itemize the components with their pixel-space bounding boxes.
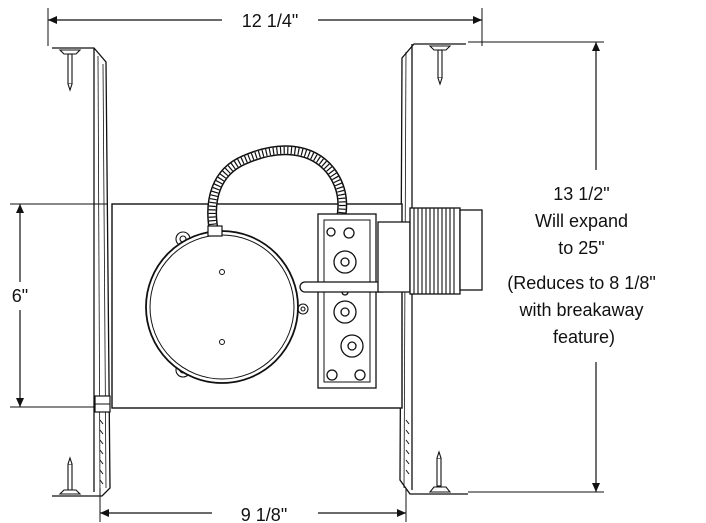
dimension-right: 13 1/2" Will expand to 25" (Reduces to 8… [468, 41, 661, 493]
nail-icon [58, 45, 452, 495]
right-label-line-5: with breakaway [518, 300, 643, 320]
right-label-line-1: 13 1/2" [553, 184, 609, 204]
dimension-top: 12 1/4" [47, 8, 483, 46]
right-label-line-6: feature) [553, 327, 615, 347]
junction-box [299, 213, 389, 389]
ballast-driver [377, 207, 483, 295]
right-label-line-3: to 25" [558, 238, 604, 258]
dimension-top-label: 12 1/4" [242, 11, 298, 31]
dimension-bottom: 9 1/8" [99, 488, 407, 523]
left-bar-hanger [52, 47, 111, 497]
dimension-left-label: 6" [12, 286, 28, 306]
right-label-line-2: Will expand [535, 211, 628, 231]
right-label-line-4: (Reduces to 8 1/8" [507, 273, 655, 293]
dimension-left: 6" [10, 203, 108, 408]
dimension-right-label: 13 1/2" Will expand to 25" (Reduces to 8… [507, 184, 661, 347]
dimension-bottom-label: 9 1/8" [241, 505, 287, 523]
light-housing [145, 230, 299, 384]
